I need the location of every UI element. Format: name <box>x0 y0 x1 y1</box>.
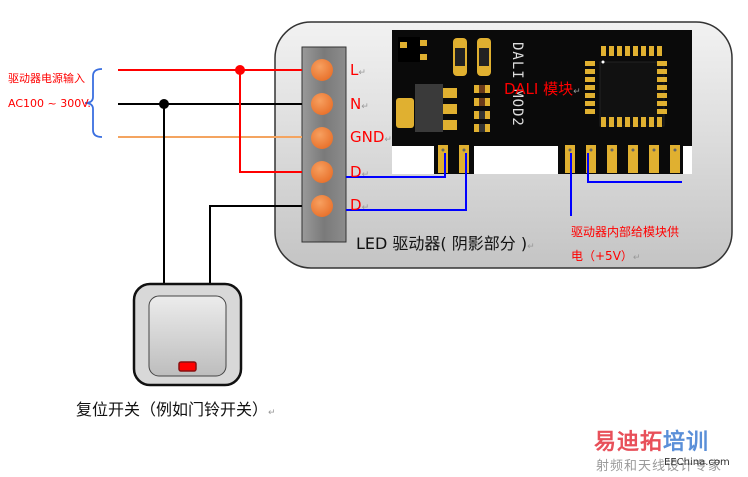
terminal-d1[interactable] <box>311 161 333 183</box>
led-driver-caption: LED 驱动器( 阴影部分 )↵ <box>356 234 535 253</box>
reset-switch-caption: 复位开关（例如门铃开关）↵ <box>76 400 276 419</box>
terminal-l[interactable] <box>311 59 333 81</box>
terminal-label-l: L↵ <box>350 61 366 79</box>
supply-wire-2 <box>587 153 682 183</box>
watermark-tagline: 射频和天线设计专家 <box>596 459 723 474</box>
module-silkscreen: DALI MOD2 <box>509 42 525 127</box>
terminal-n[interactable] <box>311 93 333 115</box>
input-power-label: 驱动器电源输入 AC100 ~ 300V. <box>8 72 91 110</box>
watermark-brand: 易迪拓培训 <box>594 430 710 455</box>
dali-module-pcb <box>392 30 692 174</box>
reset-switch[interactable] <box>132 282 243 387</box>
junction-live <box>235 65 245 75</box>
terminal-label-d2: D↵ <box>350 196 370 214</box>
wire-live-to-d1 <box>239 70 302 173</box>
terminal-label-gnd: GND↵ <box>350 128 392 146</box>
terminal-gnd[interactable] <box>311 127 333 149</box>
dali-bus-wire-2 <box>346 153 467 211</box>
terminal-label-n: N↵ <box>350 95 369 113</box>
wire-switch-to-d2 <box>209 205 302 285</box>
module-supply-note: 驱动器内部给模块供 电（+5V）↵ <box>571 225 680 263</box>
terminal-label-d1: D↵ <box>350 163 370 181</box>
dali-module-label: DALI 模块↵ <box>504 80 581 98</box>
terminal-d2[interactable] <box>311 195 333 217</box>
input-bracket <box>84 68 103 138</box>
dali-bus-wire-1 <box>346 153 446 178</box>
watermark-site: EEChina.com <box>664 457 730 468</box>
